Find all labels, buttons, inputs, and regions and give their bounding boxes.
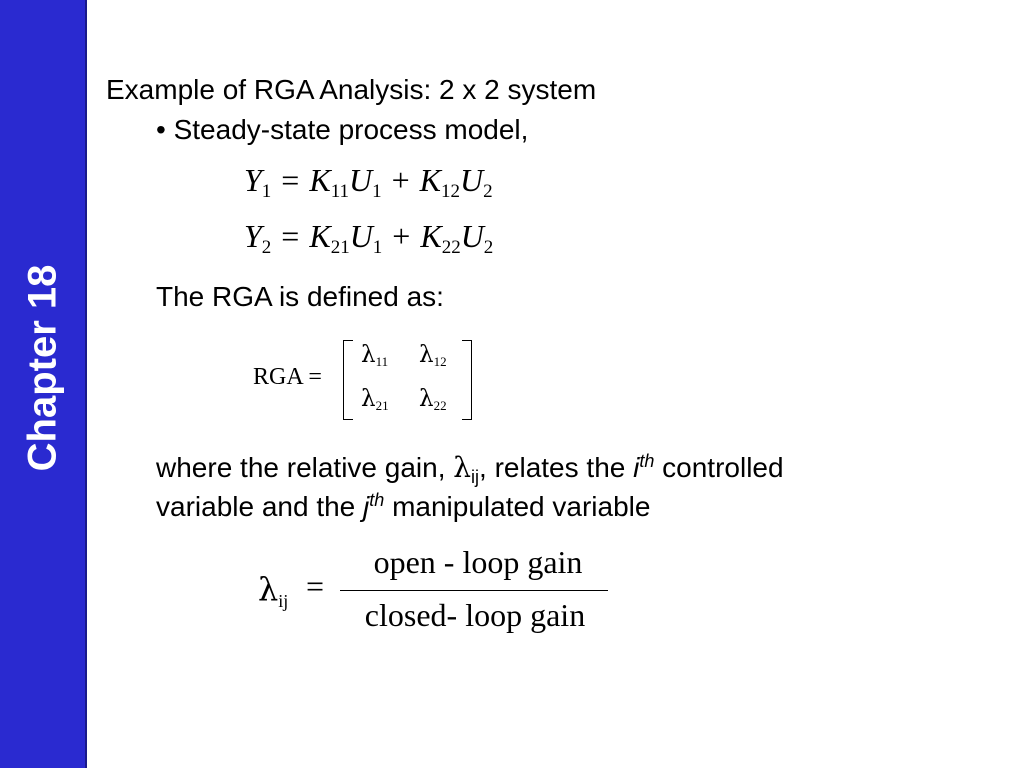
description-line-1: where the relative gain, λij, relates th…	[156, 451, 784, 487]
equation-1: Y1=K11U1+K12U2	[244, 162, 493, 202]
rga-label: RGA =	[253, 364, 322, 390]
matrix-right-bracket	[462, 340, 472, 420]
matrix-left-bracket	[343, 340, 353, 420]
formula-numerator: open - loop gain	[373, 544, 583, 580]
bullet-marker: •	[156, 114, 166, 145]
formula-equals: =	[306, 568, 325, 604]
matrix-cell-21: λ21	[361, 386, 389, 413]
chapter-sidebar: Chapter 18	[0, 0, 87, 768]
matrix-cell-12: λ12	[419, 342, 447, 369]
bullet-item: • Steady-state process model,	[156, 113, 528, 147]
slide-title: Example of RGA Analysis: 2 x 2 system	[106, 74, 597, 105]
formula-lhs: λij	[258, 570, 289, 611]
fraction-bar	[340, 590, 608, 591]
relative-gain-formula: λij = open - loop gain closed- loop gain	[258, 540, 618, 640]
equation-2: Y2=K21U1+K22U2	[244, 218, 494, 258]
formula-denominator: closed- loop gain	[364, 597, 586, 633]
description-line-2: variable and the jth manipulated variabl…	[156, 490, 651, 522]
bullet-text: Steady-state process model,	[173, 114, 529, 145]
matrix-cell-11: λ11	[361, 342, 389, 369]
matrix-cell-22: λ22	[419, 386, 447, 413]
chapter-label: Chapter 18	[20, 264, 65, 472]
rga-intro: The RGA is defined as:	[156, 281, 444, 312]
